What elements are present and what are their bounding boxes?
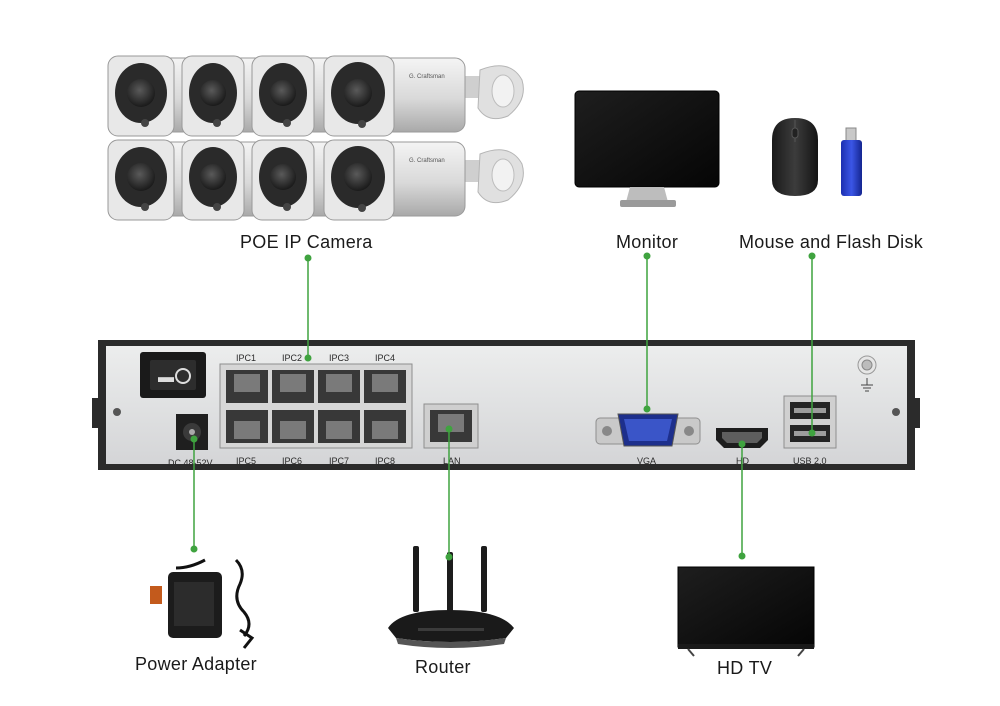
dc-power-jack[interactable] — [176, 414, 208, 450]
hd-tv-label: HD TV — [717, 658, 773, 678]
camera-brand-bottom: G. Craftsman — [409, 158, 445, 164]
usb-ports[interactable] — [783, 395, 837, 449]
ipc5-label: IPC5 — [236, 456, 256, 466]
camera-row-bottom — [107, 139, 466, 221]
rj45-ipc4[interactable] — [364, 370, 406, 403]
ground-screw — [857, 355, 877, 392]
flash-disk-image — [841, 127, 862, 196]
ipc7-label: IPC7 — [329, 456, 349, 466]
rj45-ipc2[interactable] — [272, 370, 314, 403]
rj45-ipc7[interactable] — [318, 410, 360, 443]
power-switch[interactable]: ▬ — [140, 352, 206, 398]
connector-lines — [190, 252, 816, 561]
hd-tv-image — [677, 566, 815, 657]
monitor-image — [574, 90, 720, 207]
hdmi-port[interactable] — [716, 428, 768, 448]
rj45-ipc8[interactable] — [364, 410, 406, 443]
router-image — [388, 546, 514, 648]
camera-brand-top: G. Craftsman — [409, 74, 445, 80]
vga-port-label: VGA — [637, 456, 656, 466]
mouse-flash-label: Mouse and Flash Disk — [739, 232, 924, 252]
ipc8-label: IPC8 — [375, 456, 395, 466]
router-label: Router — [415, 657, 471, 677]
svg-text:▬: ▬ — [158, 369, 174, 386]
camera-label: POE IP Camera — [240, 232, 373, 252]
power-adapter-label: Power Adapter — [135, 654, 257, 674]
ipc4-label: IPC4 — [375, 353, 395, 363]
poe-ip-cameras: G. Craftsman G. Craftsman — [107, 55, 524, 221]
ipc1-label: IPC1 — [236, 353, 256, 363]
ipc6-label: IPC6 — [282, 456, 302, 466]
rj45-ipc3[interactable] — [318, 370, 360, 403]
power-adapter-image — [150, 558, 255, 649]
monitor-label: Monitor — [616, 232, 679, 252]
dc-port-label: DC 48-52V — [168, 458, 213, 468]
ipc2-label: IPC2 — [282, 353, 302, 363]
rj45-lan[interactable] — [423, 403, 479, 449]
ipc3-label: IPC3 — [329, 353, 349, 363]
rj45-ipc1[interactable] — [226, 370, 268, 403]
usb-port-label: USB 2.0 — [793, 456, 827, 466]
camera-row-top — [107, 55, 466, 137]
lan-port-label: LAN — [443, 456, 461, 466]
mouse-image — [772, 118, 818, 196]
rj45-ipc5[interactable] — [226, 410, 268, 443]
vga-port[interactable] — [595, 413, 701, 447]
rj45-ipc6[interactable] — [272, 410, 314, 443]
